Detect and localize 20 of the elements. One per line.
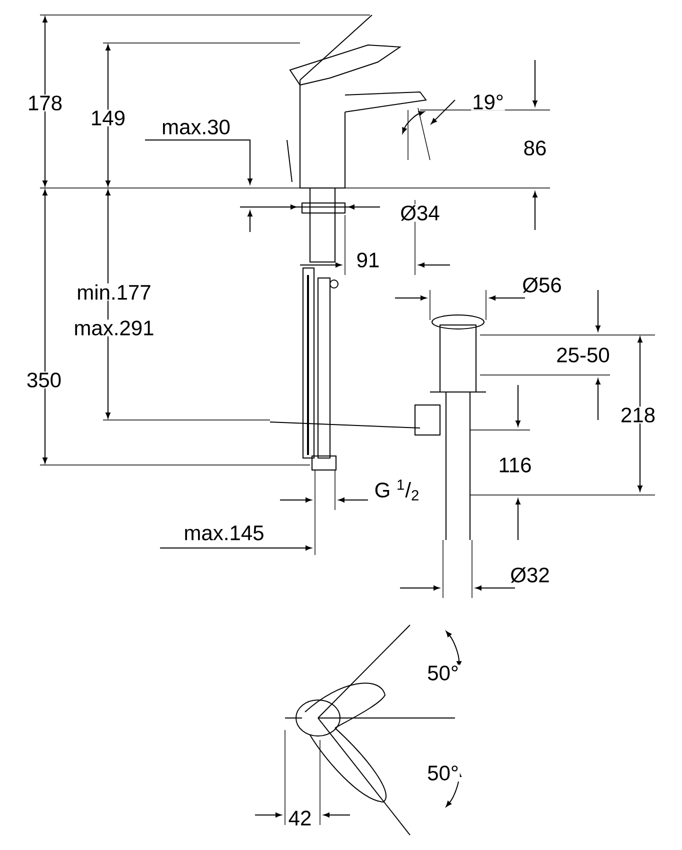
dimension-label: Ø32 — [509, 566, 551, 584]
dimension-label: 350 — [25, 372, 63, 388]
angle-label: 50° — [426, 664, 460, 682]
dimension-label: Ø56 — [521, 276, 563, 294]
dimension-label: 149 — [89, 110, 127, 126]
dimension-label: G $^{1}$/$_{2}$ — [373, 478, 421, 502]
angle-label: 19° — [471, 94, 505, 110]
dimension-label: max.291 — [72, 320, 156, 336]
dimension-label: 116 — [497, 456, 533, 474]
dimension-label: 86 — [522, 140, 548, 156]
dimension-label: 91 — [355, 252, 381, 268]
dimension-label: 218 — [620, 406, 657, 424]
dimension-label: min.177 — [76, 283, 152, 301]
angle-label: 50° — [426, 764, 460, 782]
dimension-label: max.145 — [182, 524, 266, 542]
dimension-label: 178 — [26, 94, 64, 112]
dimension-label: Ø34 — [399, 204, 441, 222]
dimension-label: 25-50 — [555, 346, 611, 364]
dimension-label: max.30 — [160, 118, 232, 136]
dimension-label: 42 — [287, 810, 313, 826]
